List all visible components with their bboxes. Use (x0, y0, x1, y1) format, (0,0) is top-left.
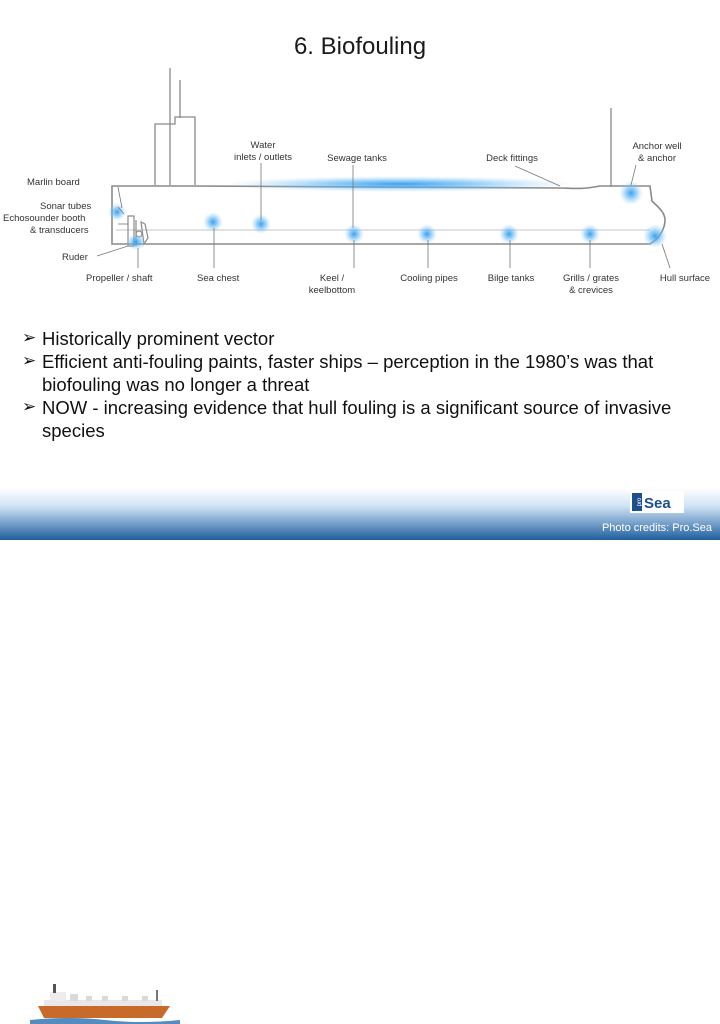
label-water-inlets: Water (251, 140, 276, 151)
label-cooling-pipes: Cooling pipes (400, 273, 458, 284)
label-deck-fittings: Deck fittings (486, 153, 538, 164)
bullet-text: Efficient anti-fouling paints, faster sh… (42, 351, 654, 395)
svg-text:pro: pro (637, 497, 643, 506)
fouling-highlights (108, 176, 667, 250)
svg-text:Sea: Sea (644, 495, 671, 512)
arrow-bullet-icon: ➢ (22, 351, 37, 371)
arrow-bullet-icon: ➢ (22, 328, 37, 348)
prosea-logo: pro Sea (630, 491, 684, 513)
label-transducers: & transducers (30, 225, 89, 236)
label-hull-surface: Hull surface (660, 273, 710, 284)
label-sonar-tubes: Sonar tubes (40, 201, 91, 212)
bullet-item: ➢ Historically prominent vector (22, 327, 698, 350)
label-grills: Grills / grates (563, 273, 619, 284)
leader-lines (96, 163, 671, 269)
label-anchor: & anchor (638, 153, 676, 164)
ship-superstructure (154, 68, 612, 187)
footer-bar: Photo credits: Pro.Sea (0, 488, 720, 1024)
label-echosounder-booth: Echosounder booth (3, 213, 85, 224)
label-ruder: Ruder (62, 252, 88, 263)
slide-title: 6. Biofouling (293, 33, 427, 60)
label-keel: Keel / (320, 273, 345, 284)
bullet-text: NOW - increasing evidence that hull foul… (42, 397, 672, 441)
photo-credits: Photo credits: Pro.Sea (601, 522, 712, 534)
arrow-bullet-icon: ➢ (22, 397, 37, 417)
label-bilge-tanks: Bilge tanks (488, 273, 535, 284)
label-sewage-tanks: Sewage tanks (327, 153, 387, 164)
label-keelbottom: keelbottom (309, 285, 356, 296)
label-water-inlets-2: inlets / outlets (234, 152, 292, 163)
bullet-text: Historically prominent vector (42, 328, 275, 349)
label-propeller: Propeller / shaft (86, 273, 153, 284)
ship-diagram: Marlin board Sonar tubes Echosounder boo… (3, 68, 710, 296)
label-anchor-well: Anchor well (632, 141, 681, 152)
bullet-list: ➢ Historically prominent vector ➢ Effici… (22, 327, 698, 442)
bullet-item: ➢ NOW - increasing evidence that hull fo… (22, 396, 698, 442)
ship-photo (30, 984, 180, 1024)
label-crevices: & crevices (569, 285, 613, 296)
bullet-item: ➢ Efficient anti-fouling paints, faster … (22, 350, 698, 396)
label-marlin-board: Marlin board (27, 177, 80, 188)
label-sea-chest: Sea chest (197, 273, 240, 284)
